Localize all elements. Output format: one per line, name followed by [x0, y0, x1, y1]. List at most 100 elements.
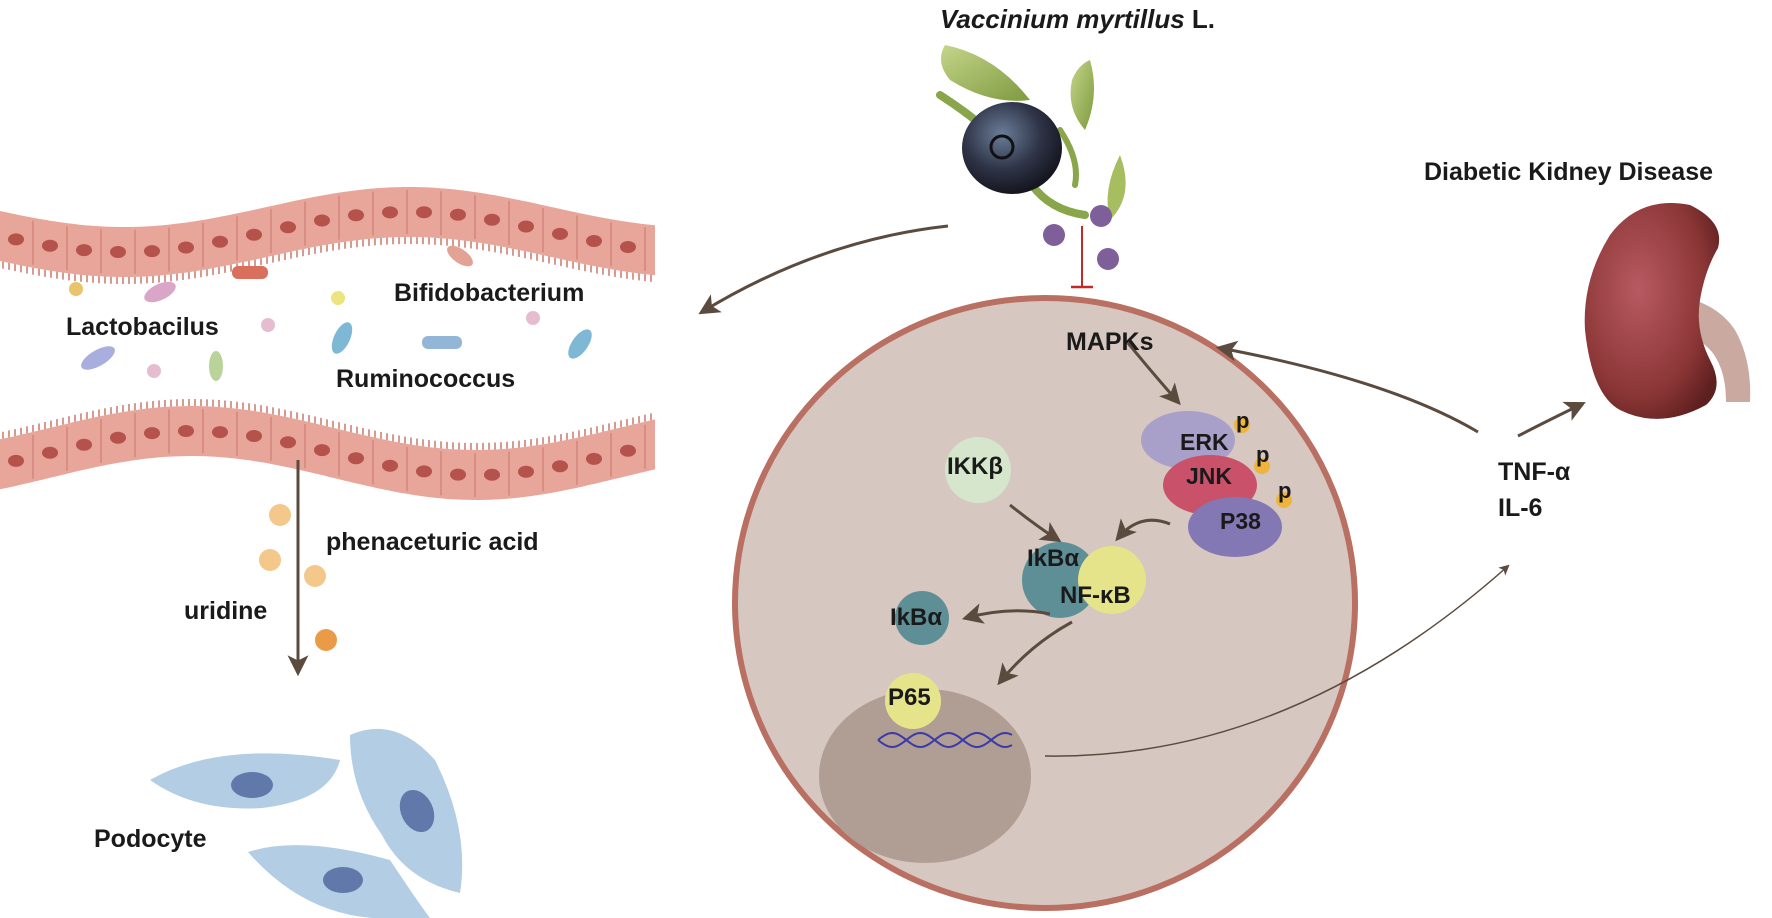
ikkb-molecule — [945, 437, 1011, 503]
bacterium-label-ruminococcus: Ruminococcus — [336, 365, 516, 393]
epithelial-nucleus — [42, 446, 58, 459]
epithelial-nucleus — [382, 206, 398, 219]
bacterium-oval — [144, 281, 176, 303]
polyphenols — [698, 205, 1119, 315]
epithelial-nucleus — [110, 431, 126, 444]
epithelial-nucleus — [484, 468, 500, 481]
mapks-label: MAPKs — [1066, 328, 1154, 356]
epithelial-nucleus — [280, 436, 296, 449]
bacterium-coccus — [331, 291, 345, 305]
epithelial-nucleus — [246, 228, 262, 241]
berry-crown — [989, 134, 1015, 160]
polyphenol-dot — [1097, 248, 1119, 270]
epithelial-nucleus — [382, 459, 398, 472]
epithelium-band — [0, 187, 655, 277]
intestinal-epithelium-lower — [0, 399, 655, 500]
bacterium-coccus — [69, 282, 83, 296]
metabolite-dot — [269, 504, 291, 526]
phospho-label: p — [1278, 478, 1292, 503]
metabolite-dot — [304, 565, 326, 587]
epithelial-nucleus — [484, 213, 500, 226]
epithelial-nucleus — [212, 426, 228, 439]
epithelial-nucleus — [348, 452, 364, 465]
disease-title: Diabetic Kidney Disease — [1424, 158, 1714, 186]
p65-molecule — [885, 673, 941, 729]
p65-label: P65 — [888, 684, 931, 711]
arrow-complex-to-nucleus — [997, 620, 1073, 686]
bacterium-oval — [209, 351, 223, 381]
stem — [1057, 127, 1079, 188]
ikba-molecule — [1022, 542, 1098, 618]
epithelial-nucleus — [552, 460, 568, 473]
epithelial-nucleus — [314, 444, 330, 457]
arrow-ikkb-to-complex — [1009, 503, 1062, 543]
epithelial-nucleus — [416, 465, 432, 478]
epithelial-nucleus — [450, 208, 466, 221]
metabolite-label-phenaceturic-acid: phenaceturic acid — [326, 528, 539, 556]
intestinal-epithelium-upper — [0, 187, 655, 284]
leaf — [1070, 60, 1094, 130]
plant-name-suffix: L. — [1191, 4, 1216, 34]
epithelial-nucleus — [552, 227, 568, 240]
epithelial-nucleus — [212, 235, 228, 248]
bacterium-oval — [447, 245, 473, 267]
erk-label: ERK — [1180, 429, 1229, 455]
epithelial-nucleus — [518, 220, 534, 233]
metabolite-label-uridine: uridine — [184, 597, 268, 625]
epithelial-nucleus — [144, 245, 160, 258]
p38-label: P38 — [1220, 508, 1261, 534]
arrow-complex-to-ikba — [961, 603, 1051, 624]
arrow-cytokines-to-kidney — [1517, 401, 1586, 438]
leaf — [1107, 155, 1126, 220]
arrow-p38-to-complex — [1115, 518, 1171, 542]
epithelial-nucleus — [620, 444, 636, 457]
pathway-arrows — [961, 340, 1586, 757]
bacterium-oval — [331, 322, 353, 354]
epithelial-nucleus — [178, 425, 194, 437]
epithelial-nucleus — [314, 214, 330, 227]
metabolites — [259, 460, 337, 677]
podocyte-nucleus — [323, 867, 363, 893]
epithelial-nucleus — [178, 241, 194, 254]
ikba-released-label: IkBα — [890, 604, 943, 631]
epithelial-nucleus — [280, 221, 296, 234]
polyphenol-dot — [1043, 224, 1065, 246]
ikba-released-molecule — [895, 591, 949, 645]
epithelial-nucleus — [450, 468, 466, 481]
signalling-molecules — [885, 411, 1292, 729]
epithelial-nucleus — [246, 430, 262, 442]
arrow-nucleus-to-cytokines — [1044, 564, 1510, 757]
dna-helix — [877, 731, 1013, 749]
epithelial-nucleus — [144, 427, 160, 440]
leaf — [941, 45, 1030, 101]
erk-molecule — [1141, 411, 1235, 469]
nfkb-label: NF-κB — [1060, 582, 1131, 609]
epithelial-nucleus — [348, 209, 364, 222]
arrow-cytokines-to-mapks — [1215, 340, 1479, 434]
bacterium-label-bifidobacterium: Bifidobacterium — [394, 279, 585, 307]
bacterium-rod — [422, 336, 462, 349]
podocyte-nucleus — [231, 772, 273, 798]
kidney-illustration — [1584, 203, 1751, 419]
plant-name-italic: Vaccinium myrtillus — [940, 4, 1185, 34]
epithelial-nucleus — [8, 454, 24, 467]
epithelial-nucleus — [416, 206, 432, 219]
phospho-label: p — [1236, 408, 1250, 433]
dna-helix — [877, 731, 1013, 749]
epithelial-nucleus — [620, 241, 636, 253]
bacterium-oval — [81, 346, 115, 370]
phospho-label: p — [1256, 442, 1270, 467]
epithelial-nucleus — [586, 235, 602, 247]
jnk-label: JNK — [1186, 463, 1233, 489]
epithelial-nucleus — [518, 465, 534, 478]
epithelial-nucleus — [76, 244, 92, 257]
epithelial-nucleus — [76, 438, 92, 451]
arrow-mapks-to-erk — [1126, 342, 1181, 406]
podocyte-label: Podocyte — [94, 825, 207, 853]
nfkb-molecule — [1078, 546, 1146, 614]
podocyte-nucleus — [399, 789, 435, 833]
bacterium-label-lactobacilus: Lactobacilus — [66, 313, 219, 341]
bacterium-oval — [568, 329, 592, 359]
cytokine-label-tnf: TNF-α — [1498, 458, 1571, 486]
